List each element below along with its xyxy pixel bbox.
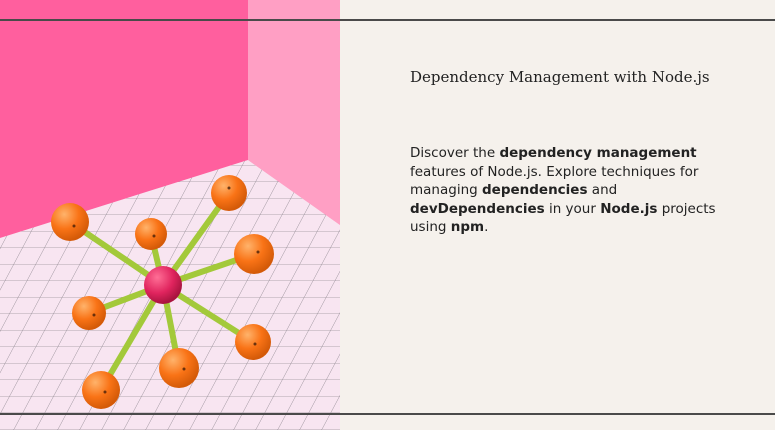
slide-description: Discover the dependency management featu…	[410, 144, 740, 237]
description-bold: devDependencies	[410, 200, 545, 217]
slide-title: Dependency Management with Node.js	[410, 68, 710, 86]
description-text: in your	[544, 200, 601, 217]
description-bold: npm	[450, 219, 485, 235]
molecule-illustration	[0, 0, 340, 430]
description-text: Discover the	[410, 145, 500, 161]
description-text: projects using	[410, 200, 716, 236]
hero-image	[0, 0, 340, 430]
molecule-atoms	[51, 175, 274, 409]
description-text: features of Node.js. Explore techniques …	[410, 163, 699, 199]
right-wall	[248, 0, 340, 225]
description-bold: Node.js	[600, 200, 658, 217]
description-text: .	[484, 219, 489, 235]
description-text: and	[587, 182, 618, 198]
bottom-divider	[0, 413, 775, 415]
description-bold: dependency management	[499, 145, 697, 161]
description-bold: dependencies	[482, 182, 588, 198]
top-divider	[0, 19, 775, 21]
